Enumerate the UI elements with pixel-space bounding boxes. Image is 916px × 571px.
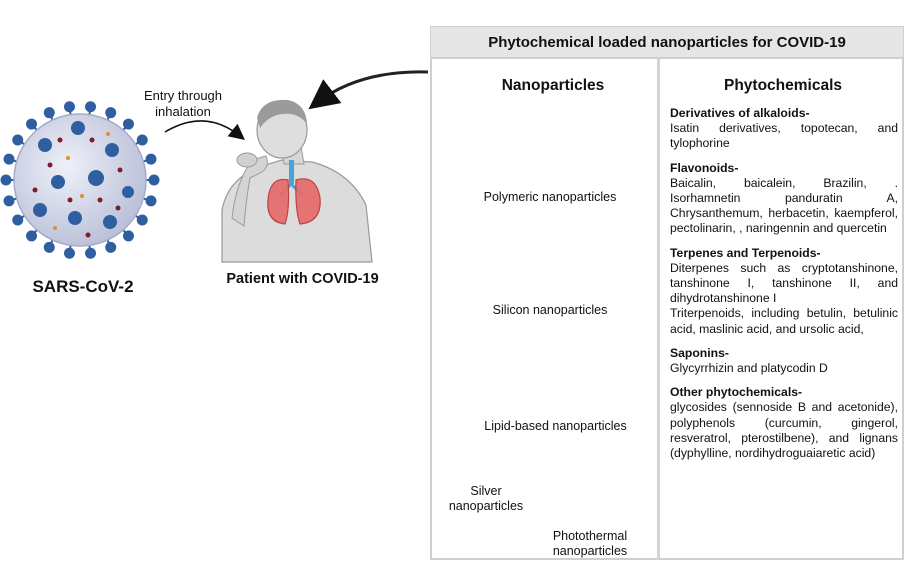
category-text: Baicalin, baicalein, Brazilin, . Isorham… [670,175,898,236]
virus-illustration [0,101,160,259]
panel-divider [657,59,660,559]
category-text: glycosides (sennoside B and acetonide), … [670,400,898,461]
category-other: Other phytochemicals- glycosides (sennos… [670,385,898,461]
category-title: Saponins- [670,345,729,360]
category-text: Diterpenes such as cryptotanshinone, tan… [670,260,898,306]
lipid-nanoparticles-label: Lipid-based nanoparticles [484,419,627,433]
nanoparticles-heading: Nanoparticles [501,77,605,94]
inhalation-arrow [164,120,245,140]
delivery-arrow [308,70,429,110]
patient-illustration [221,99,373,263]
patient-label: Patient with COVID-19 [226,271,379,287]
category-flavonoids: Flavonoids- Baicalin, baicalein, Brazili… [670,161,898,237]
category-title: Other phytochemicals- [670,385,803,400]
phytochemicals-list: Derivatives of alkaloids- Isatin derivat… [670,106,898,470]
virus-label: SARS-CoV-2 [32,277,134,296]
silver-nanoparticles-label: Silver nanoparticles [448,484,524,513]
polymeric-nanoparticles-label: Polymeric nanoparticles [483,190,617,204]
category-text: Glycyrrhizin and platycodin D [670,361,828,376]
category-terpenes: Terpenes and Terpenoids- Diterpenes such… [670,246,898,337]
category-saponins: Saponins- Glycyrrhizin and platycodin D [670,346,898,376]
entry-through-inhalation-label: Entry through inhalation [143,88,223,119]
panel-title: Phytochemical loaded nanoparticles for C… [431,27,903,59]
phytochemicals-heading: Phytochemicals [723,77,843,94]
category-alkaloids: Derivatives of alkaloids- Isatin derivat… [670,106,898,152]
category-title: Flavonoids- [670,160,739,175]
photothermal-nanoparticles-label: Photothermal nanoparticles [552,529,628,558]
silicon-nanoparticles-label: Silicon nanoparticles [492,303,608,317]
category-text: Isatin derivatives, topotecan, and tylop… [670,121,898,151]
category-text: Triterpenoids, including betulin, betuli… [670,306,898,336]
category-title: Terpenes and Terpenoids- [670,245,821,260]
category-title: Derivatives of alkaloids- [670,106,810,120]
phytochemical-panel [430,26,904,560]
